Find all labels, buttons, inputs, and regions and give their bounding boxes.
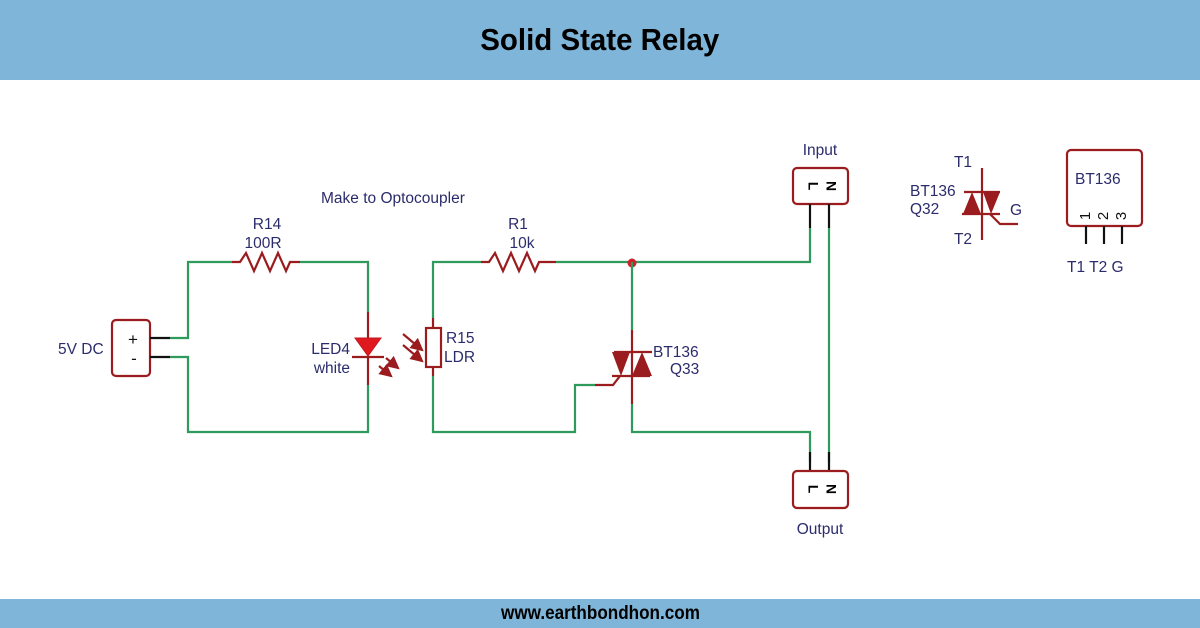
input-connector-body: [791, 166, 850, 206]
bt136-pin-1-number: 1: [1077, 212, 1094, 220]
input-pin-n: N: [823, 181, 839, 191]
r15-ref: R15: [446, 330, 474, 347]
ldr-body: [424, 326, 443, 369]
ldr-light-arrow-2: [402, 344, 424, 363]
input-label: Input: [803, 142, 838, 159]
triac-q32-triangle-up: [963, 192, 981, 214]
output-pin-l: L: [805, 485, 821, 494]
wire-r14-to-led: [300, 260, 370, 312]
wire-ldr-to-r1: [431, 260, 481, 318]
output-connector-body: [791, 469, 850, 510]
wire-plus-to-r14: [170, 260, 232, 340]
r1-ref: R1: [508, 216, 528, 233]
r1-value: 10k: [510, 235, 535, 252]
ldr-r15[interactable]: [402, 318, 443, 376]
output-connector[interactable]: L N: [791, 452, 850, 510]
input-pin-l: L: [805, 182, 821, 191]
triac-q33[interactable]: [595, 330, 652, 404]
power-supply-body: [110, 318, 152, 378]
triac-q32-gate: [989, 213, 1018, 226]
minus-terminal-symbol: -: [131, 349, 137, 368]
led4-ref: LED4: [311, 341, 350, 358]
bt136-pin-names: T1 T2 G: [1067, 259, 1124, 276]
q32-part: BT136: [910, 183, 956, 200]
bt136-pin-2-number: 2: [1095, 212, 1112, 220]
title-banner: Solid State Relay: [0, 0, 1200, 80]
led4[interactable]: [352, 312, 400, 385]
plus-terminal-symbol: +: [128, 330, 138, 349]
bt136-pin-3-number: 3: [1113, 212, 1130, 220]
q32-g-label: G: [1010, 202, 1022, 219]
q32-ref: Q32: [910, 201, 939, 218]
triac-q33-triangle-down: [612, 352, 630, 376]
led-triangle: [354, 337, 382, 357]
wire-triac-to-output-l: [630, 404, 812, 462]
q32-t1-label: T1: [954, 154, 972, 171]
input-connector[interactable]: L N: [791, 166, 850, 228]
bt136-package: BT136 1 2 3: [1065, 148, 1144, 244]
resistor-r1-zigzag: [481, 250, 556, 274]
ldr-light-arrow-1: [402, 333, 424, 352]
q33-ref: Q33: [670, 361, 699, 378]
footer-banner: www.earthbondhon.com: [0, 599, 1200, 628]
led4-value: white: [313, 360, 350, 377]
wire-ldr-to-gate: [431, 376, 595, 434]
triac-q33-triangle-up: [632, 352, 652, 376]
power-supply-5v[interactable]: + -: [110, 318, 170, 378]
optocoupler-annotation: Make to Optocoupler: [321, 190, 465, 207]
wire-minus-to-led: [170, 355, 370, 434]
page-title: Solid State Relay: [480, 22, 720, 57]
triac-q32-triangle-down: [983, 192, 1000, 214]
r14-ref: R14: [253, 216, 282, 233]
resistor-r1[interactable]: [481, 250, 556, 274]
led-emission-arrow-1: [385, 355, 400, 370]
r15-value: LDR: [444, 349, 475, 366]
q32-t2-label: T2: [954, 231, 972, 248]
website-url[interactable]: www.earthbondhon.com: [500, 602, 700, 624]
r14-value: 100R: [244, 235, 281, 252]
led-emission-arrow-2: [378, 363, 393, 378]
triac-q32-symbol: [962, 168, 1018, 240]
resistor-r14-zigzag: [232, 250, 300, 274]
output-pin-n: N: [823, 484, 839, 494]
output-label: Output: [797, 521, 844, 538]
power-supply-label: 5V DC: [58, 341, 104, 358]
triac-q33-gate: [595, 375, 621, 387]
wire-r1-to-input-l: [556, 228, 812, 264]
resistor-r14[interactable]: [232, 250, 300, 274]
q33-part: BT136: [653, 344, 699, 361]
bt136-package-part: BT136: [1075, 171, 1121, 188]
